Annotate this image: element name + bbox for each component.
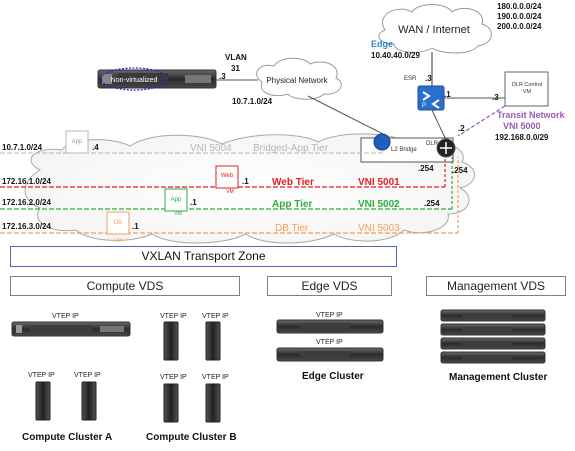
bridged-tier: Bridged-App Tier xyxy=(253,143,329,154)
bridged-vni: VNI 5004 xyxy=(190,143,232,154)
app-vm xyxy=(164,188,188,212)
app-subnet: 172.16.2.0/24 xyxy=(2,198,51,207)
dlr-control-label-1: DLR Control xyxy=(512,82,542,88)
web-octet: .1 xyxy=(242,177,249,186)
transit-vni: VNI 5000 xyxy=(503,121,541,131)
app-vm-sub: VM xyxy=(174,211,182,217)
dlr-label: DLR xyxy=(426,141,439,147)
compute-b-vtep-2: VTEP IP xyxy=(202,313,229,320)
compute-b-vtep-4: VTEP IP xyxy=(202,374,229,381)
compute-cluster-b-label: Compute Cluster B xyxy=(146,432,237,443)
l2-bridge-label: L2 Bridge xyxy=(391,147,417,153)
db-vni: VNI 5003 xyxy=(358,223,400,234)
mgmt-server-2 xyxy=(440,323,546,336)
esr-label: ESR xyxy=(404,76,417,82)
mgmt-server-3 xyxy=(440,337,546,350)
web-gw: .254 xyxy=(418,164,434,173)
compute-rack-server xyxy=(11,321,131,337)
db-tier-name: DB Tier xyxy=(275,223,309,234)
web-tier-name: Web Tier xyxy=(272,177,314,188)
app-tier-name: App Tier xyxy=(272,199,312,210)
edge-cluster-label: Edge Cluster xyxy=(302,371,364,382)
dlr-router-icon xyxy=(436,138,456,158)
edge-subnet: 10.40.40.0/29 xyxy=(371,51,420,60)
edge-vtep-2: VTEP IP xyxy=(316,339,343,346)
compute-a-tower-1 xyxy=(35,381,51,421)
web-vni: VNI 5001 xyxy=(358,177,400,188)
vlan-id: 31 xyxy=(231,64,240,73)
server-octet: .3 xyxy=(219,72,226,81)
edge-label: Edge xyxy=(371,39,393,49)
esr-dlr-link xyxy=(431,109,447,141)
esr-octet-top: .3 xyxy=(425,74,432,83)
management-cluster-label: Management Cluster xyxy=(449,372,548,383)
physical-network-label: Physical Network xyxy=(266,76,328,85)
esr-octet-right: .1 xyxy=(444,90,451,99)
vxlan-transport-zone: VXLAN Transport Zone xyxy=(10,246,397,267)
compute-a-vtep-1: VTEP IP xyxy=(28,372,55,379)
esr-router-icon: P xyxy=(417,85,445,111)
transit-octet: .2 xyxy=(458,124,465,133)
vlan-label: VLAN xyxy=(225,53,247,62)
db-vm-sub: VM xyxy=(114,238,122,244)
web-vm-sub: VM xyxy=(226,189,234,195)
edge-vds: Edge VDS xyxy=(267,276,392,296)
non-virtualized-server: Non-virtualized xyxy=(97,67,217,91)
l2-bridge-icon xyxy=(373,133,391,151)
mgmt-server-4 xyxy=(440,351,546,364)
physical-network-cloud: Physical Network xyxy=(256,57,342,100)
transit-title: Transit Network xyxy=(497,110,566,120)
management-vds: Management VDS xyxy=(426,276,566,296)
db-octet: .1 xyxy=(132,222,139,231)
compute-b-vtep-3: VTEP IP xyxy=(160,374,187,381)
edge-server-1 xyxy=(276,319,384,334)
bridged-app-vm-label: App xyxy=(72,139,83,145)
wan-net-3: 200.0.0.0/24 xyxy=(497,22,542,31)
app-vni: VNI 5002 xyxy=(358,199,400,210)
db-vm xyxy=(106,211,130,235)
compute-vds: Compute VDS xyxy=(10,276,240,296)
wan-label: WAN / Internet xyxy=(398,24,470,36)
non-virtualized-label: Non-virtualized xyxy=(111,77,158,84)
web-vm-label: Web xyxy=(221,173,234,179)
app-vm-label: App xyxy=(171,197,182,203)
physical-to-dlr-link xyxy=(307,95,384,135)
compute-b-vtep-1: VTEP IP xyxy=(160,313,187,320)
compute-a-vtep-rack: VTEP IP xyxy=(52,313,79,320)
compute-a-tower-2 xyxy=(81,381,97,421)
dlr-control-vm xyxy=(504,71,549,107)
dlr-control-label-2: VM xyxy=(523,89,532,95)
wan-net-1: 180.0.0.0/24 xyxy=(497,2,542,11)
web-vm xyxy=(215,165,239,189)
app-octet: .1 xyxy=(190,198,197,207)
transit-subnet: 192.168.0.0/29 xyxy=(495,133,549,142)
dlr-control-octet: .3 xyxy=(492,93,499,102)
bridged-octet: .4 xyxy=(92,143,99,152)
transit-gw: .254 xyxy=(452,166,468,175)
compute-a-vtep-2: VTEP IP xyxy=(74,372,101,379)
compute-cluster-a-label: Compute Cluster A xyxy=(22,432,113,443)
bridged-subnet: 10.7.1.0/24 xyxy=(2,143,43,152)
edge-server-2 xyxy=(276,347,384,362)
wan-net-2: 190.0.0.0/24 xyxy=(497,12,542,21)
physical-subnet: 10.7.1.0/24 xyxy=(232,97,273,106)
compute-b-tower-3 xyxy=(163,383,179,423)
transit-network-link xyxy=(457,105,506,137)
db-vm-label: DB xyxy=(114,220,122,226)
mgmt-server-1 xyxy=(440,309,546,322)
svg-text:P: P xyxy=(422,103,426,109)
edge-vtep-1: VTEP IP xyxy=(316,312,343,319)
compute-b-tower-2 xyxy=(205,321,221,361)
app-gw: .254 xyxy=(424,199,440,208)
web-subnet: 172.16.1.0/24 xyxy=(2,177,51,186)
compute-b-tower-4 xyxy=(205,383,221,423)
db-subnet: 172.16.3.0/24 xyxy=(2,222,51,231)
wan-cloud: WAN / Internet xyxy=(378,4,492,54)
compute-b-tower-1 xyxy=(163,321,179,361)
